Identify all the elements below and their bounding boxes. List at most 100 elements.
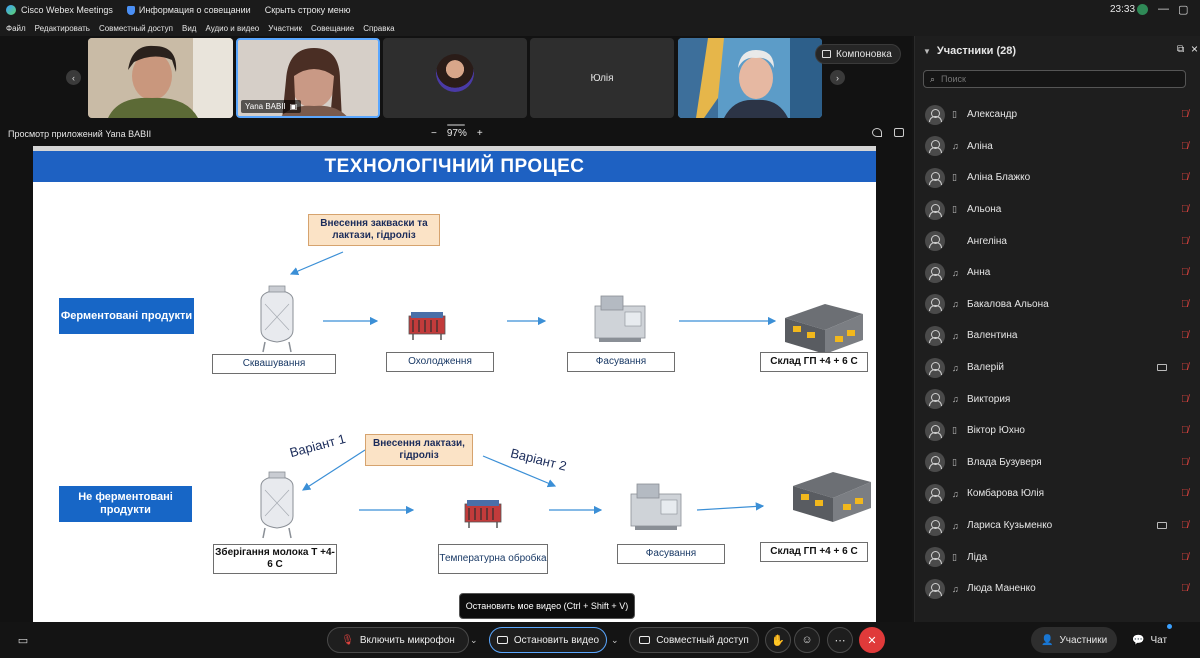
- participant-row[interactable]: ▯Віктор Юхно🎙̸: [915, 415, 1200, 447]
- participant-row[interactable]: Ангеліна 🎙̸: [915, 225, 1200, 257]
- minimize-icon[interactable]: —: [1158, 3, 1169, 15]
- menu-item[interactable]: Аудио и видео: [205, 23, 260, 33]
- unmute-button[interactable]: 🎙 Включить микрофон: [327, 627, 469, 653]
- chevron-down-icon[interactable]: ⌄: [611, 635, 619, 645]
- mic-muted-icon[interactable]: 🎙̸: [1181, 140, 1189, 152]
- leave-meeting-icon[interactable]: ✕: [859, 627, 885, 653]
- share-button[interactable]: Совместный доступ: [629, 627, 759, 653]
- participant-row[interactable]: ♫Анна🎙̸: [915, 257, 1200, 289]
- video-tile-1[interactable]: [88, 38, 233, 118]
- participant-row[interactable]: ♫Аліна🎙̸: [915, 131, 1200, 163]
- mic-muted-icon[interactable]: 🎙̸: [1181, 362, 1189, 374]
- participant-name: Анна: [967, 267, 991, 279]
- participant-row[interactable]: ♫Лариса Кузьменко🎙̸: [915, 510, 1200, 542]
- participant-name: Валентина: [967, 330, 1018, 342]
- mic-muted-icon[interactable]: 🎙̸: [1181, 393, 1189, 405]
- participant-row[interactable]: ♫Бакалова Альона🎙̸: [915, 289, 1200, 321]
- avatar: [925, 578, 945, 599]
- participant-name: Ангеліна: [967, 235, 1007, 247]
- mic-muted-icon[interactable]: 🎙̸: [1181, 330, 1189, 342]
- mic-muted-icon[interactable]: 🎙̸: [1181, 583, 1189, 595]
- menu-item[interactable]: Участник: [268, 23, 302, 33]
- meeting-info-button[interactable]: Информация о совещании: [126, 5, 251, 15]
- search-input[interactable]: [941, 74, 1172, 84]
- mic-muted-icon[interactable]: 🎙̸: [1181, 109, 1189, 121]
- menu-item[interactable]: Файл: [6, 23, 26, 33]
- recording-indicator-icon: [1137, 4, 1148, 15]
- drag-handle[interactable]: [447, 124, 465, 126]
- phone-icon: ▯: [952, 551, 957, 562]
- mic-muted-icon[interactable]: 🎙̸: [1181, 425, 1189, 437]
- zoom-in-button[interactable]: +: [476, 128, 483, 139]
- zoom-out-button[interactable]: −: [431, 128, 437, 139]
- raise-hand-icon[interactable]: ✋: [765, 627, 791, 653]
- popout-icon[interactable]: ⧉: [1177, 44, 1185, 55]
- video-tile-3[interactable]: [383, 38, 527, 118]
- video-tooltip: Остановить мое видео (Ctrl + Shift + V): [459, 593, 635, 619]
- process-step: Склад ГП +4 + 6 С: [760, 352, 868, 372]
- mic-muted-icon[interactable]: 🎙̸: [1181, 520, 1189, 532]
- category-label: Ферментовані продукти: [59, 298, 194, 334]
- mic-muted-icon[interactable]: 🎙̸: [1181, 172, 1189, 184]
- participants-button[interactable]: 👤 Участники: [1031, 627, 1118, 653]
- chevron-left-icon[interactable]: ‹: [66, 70, 81, 85]
- video-tile-2[interactable]: Yana BABII ▣: [236, 38, 380, 118]
- video-tile-4[interactable]: Юлія: [530, 38, 674, 118]
- participant-row[interactable]: ▯Альона🎙̸: [915, 194, 1200, 226]
- screen-share-icon: ▣: [289, 102, 298, 111]
- camera-icon: [1157, 522, 1167, 530]
- participant-name: Аліна: [967, 140, 993, 152]
- layout-grid-icon: [822, 50, 831, 58]
- mic-muted-icon[interactable]: 🎙̸: [1181, 456, 1189, 468]
- menu-item[interactable]: Совместный доступ: [98, 23, 173, 33]
- captions-icon[interactable]: ▭: [17, 634, 29, 647]
- mic-muted-icon[interactable]: 🎙̸: [1181, 204, 1189, 216]
- avatar: [925, 262, 945, 283]
- participant-row[interactable]: ▯Аліна Блажко🎙̸: [915, 162, 1200, 194]
- headset-icon: ♫: [952, 394, 959, 405]
- chat-button[interactable]: 💬 Чат: [1122, 627, 1177, 653]
- avatar: [925, 389, 945, 410]
- view-options-icon[interactable]: [894, 128, 904, 137]
- menu-item[interactable]: Справка: [363, 23, 395, 33]
- chevron-right-icon[interactable]: ›: [830, 70, 845, 85]
- reactions-icon[interactable]: ☺: [794, 627, 820, 653]
- headset-icon: ♫: [952, 299, 959, 310]
- person-icon: 👤: [1041, 634, 1054, 646]
- share-bar: Просмотр приложений Yana BABII − 97% +: [0, 124, 912, 144]
- maximize-icon[interactable]: ▢: [1178, 4, 1189, 16]
- participant-row[interactable]: ♫Валентина🎙̸: [915, 320, 1200, 352]
- participant-row[interactable]: ♫Люда Маненко🎙̸: [915, 573, 1200, 605]
- hide-menu-button[interactable]: Скрыть строку меню: [264, 5, 351, 15]
- close-icon[interactable]: ×: [1191, 42, 1199, 56]
- annotate-icon[interactable]: [872, 128, 882, 137]
- mic-muted-icon[interactable]: 🎙̸: [1181, 551, 1189, 563]
- participant-row[interactable]: ♫ Виктория 🎙̸: [915, 383, 1200, 415]
- participant-name: Люда Маненко: [967, 583, 1036, 595]
- mic-muted-icon[interactable]: 🎙̸: [1181, 267, 1189, 279]
- menu-item[interactable]: Редактировать: [34, 23, 90, 33]
- participant-row[interactable]: ▯Влада Бузуверя🎙̸: [915, 447, 1200, 479]
- mic-muted-icon[interactable]: 🎙̸: [1181, 488, 1189, 500]
- participant-row[interactable]: ▯Александр🎙̸: [915, 99, 1200, 131]
- headset-icon: ♫: [952, 520, 959, 531]
- more-options-icon[interactable]: ⋯: [827, 627, 853, 653]
- avatar: [925, 167, 945, 188]
- video-tile-5[interactable]: [678, 38, 822, 118]
- mic-muted-icon[interactable]: 🎙̸: [1181, 235, 1189, 247]
- participant-row[interactable]: ♫Комбарова Юлія🎙̸: [915, 478, 1200, 510]
- layout-button[interactable]: Компоновка: [815, 44, 901, 64]
- camera-icon: [496, 636, 508, 644]
- participants-header[interactable]: ▼ Участники (28): [923, 45, 1016, 57]
- participant-name: Виктория: [967, 393, 1011, 405]
- mic-muted-icon[interactable]: 🎙̸: [1181, 298, 1189, 310]
- stop-video-button[interactable]: Остановить видео: [489, 627, 607, 653]
- menu-item[interactable]: Совещание: [311, 23, 355, 33]
- participant-row[interactable]: ♫Валерій🎙̸: [915, 352, 1200, 384]
- menu-item[interactable]: Вид: [182, 23, 197, 33]
- avatar: [925, 325, 945, 346]
- chevron-down-icon[interactable]: ⌄: [470, 635, 478, 645]
- process-step: Охолодження: [386, 352, 494, 372]
- chat-label: Чат: [1150, 634, 1168, 646]
- participant-row[interactable]: ▯Ліда🎙̸: [915, 541, 1200, 573]
